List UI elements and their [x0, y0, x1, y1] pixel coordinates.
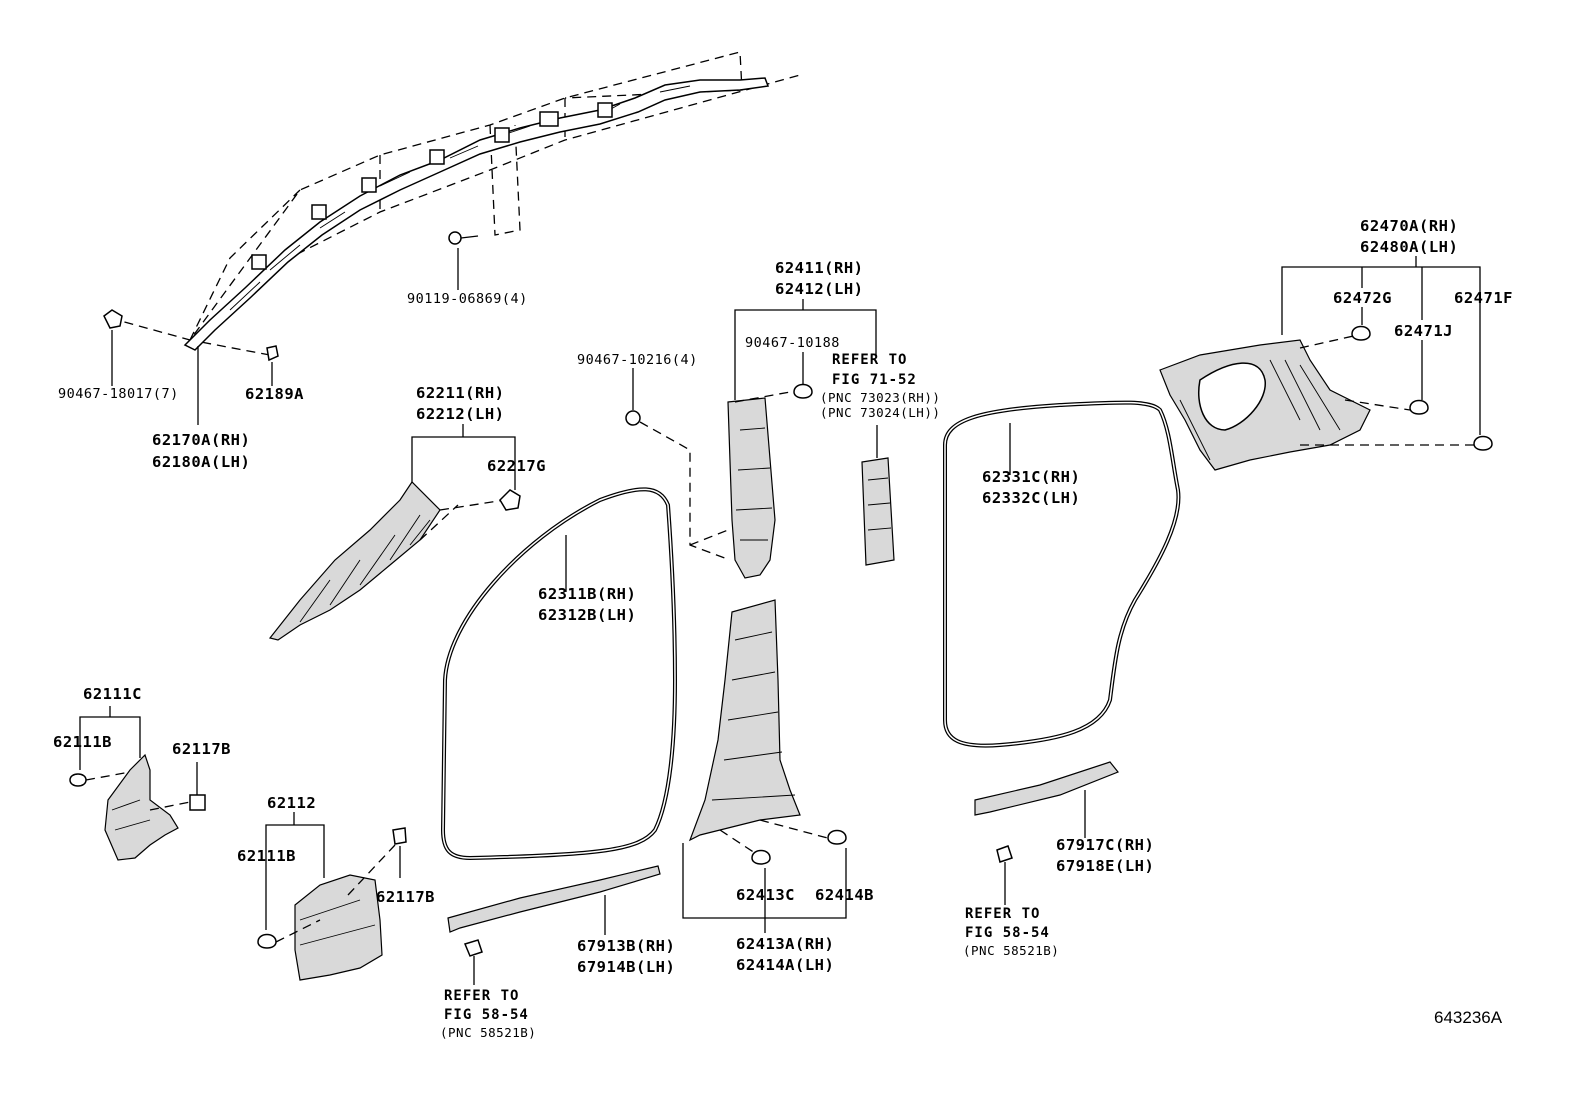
part-number-62411: 62411(RH) [775, 259, 864, 277]
part-number-62412: 62412(LH) [775, 280, 864, 298]
part-number-62414b: 62414B [815, 886, 874, 904]
part-number-67917c: 67917C(RH) [1056, 836, 1155, 854]
center-pillar-upper-garnish [625, 383, 813, 579]
part-number-62413a: 62413A(RH) [736, 935, 835, 953]
reference-fig58-rear-line1: REFER TO [965, 906, 1041, 922]
part-number-62413c: 62413C [736, 886, 795, 904]
reference-fig71-line3: (PNC 73023(RH)) [820, 390, 941, 405]
part-number-67913b: 67913B(RH) [577, 937, 676, 955]
front-door-opening-trim [440, 487, 678, 861]
part-number-67918e: 67918E(LH) [1056, 857, 1155, 875]
reference-fig58-rear-line3: (PNC 58521B) [963, 943, 1060, 958]
part-number-90467-18017: 90467-18017(7) [58, 386, 179, 402]
rear-door-opening-trim [943, 400, 1181, 748]
part-number-90467-10216: 90467-10216(4) [577, 352, 698, 368]
part-number-62332c: 62332C(LH) [982, 489, 1081, 507]
part-number-90467-10188: 90467-10188 [745, 335, 840, 351]
part-number-62212: 62212(LH) [416, 405, 505, 423]
part-number-62211: 62211(RH) [416, 384, 505, 402]
part-number-62111b-front: 62111B [53, 733, 112, 751]
part-number-62217g: 62217G [487, 457, 546, 475]
center-pillar-lower-garnish [688, 599, 847, 865]
quarter-trim-panel [1159, 325, 1493, 471]
part-number-62331c: 62331C(RH) [982, 468, 1081, 486]
part-number-62480a: 62480A(LH) [1360, 238, 1459, 256]
reference-fig58-front-line1: REFER TO [444, 988, 520, 1004]
part-number-62471f: 62471F [1454, 289, 1513, 307]
illustration-number: 643236A [1434, 1008, 1503, 1027]
part-number-62111b-rear: 62111B [237, 847, 296, 865]
part-number-90119-06869: 90119-06869(4) [407, 291, 528, 307]
part-number-62170a: 62170A(RH) [152, 431, 251, 449]
reference-fig58-front-line3: (PNC 58521B) [440, 1025, 537, 1040]
part-number-62117b-front: 62117B [172, 740, 231, 758]
part-number-62312b: 62312B(LH) [538, 606, 637, 624]
part-number-62112: 62112 [267, 794, 317, 812]
cowl-side-trim-front [69, 753, 206, 861]
part-number-62471j: 62471J [1394, 322, 1453, 340]
part-number-62189a: 62189A [245, 385, 304, 403]
seat-belt-reference-part [861, 457, 895, 566]
front-scuff-plate [447, 865, 661, 957]
cowl-side-trim-rear [257, 827, 407, 981]
rear-scuff-plate [974, 761, 1119, 863]
curtain-airbag-assembly [103, 51, 801, 362]
reference-fig58-rear-line2: FIG 58-54 [965, 925, 1050, 941]
part-number-62180a: 62180A(LH) [152, 453, 251, 471]
reference-fig71-line1: REFER TO [832, 352, 908, 368]
reference-fig71-line4: (PNC 73024(LH)) [820, 405, 941, 420]
part-number-62472g: 62472G [1333, 289, 1392, 307]
part-number-62470a: 62470A(RH) [1360, 217, 1459, 235]
part-number-62111c: 62111C [83, 685, 142, 703]
part-number-62311b: 62311B(RH) [538, 585, 637, 603]
front-pillar-garnish [268, 481, 521, 641]
reference-fig58-front-line2: FIG 58-54 [444, 1007, 529, 1023]
part-number-67914b: 67914B(LH) [577, 958, 676, 976]
part-number-62117b-rear: 62117B [376, 888, 435, 906]
part-number-62414a: 62414A(LH) [736, 956, 835, 974]
reference-fig71-line2: FIG 71-52 [832, 372, 917, 388]
